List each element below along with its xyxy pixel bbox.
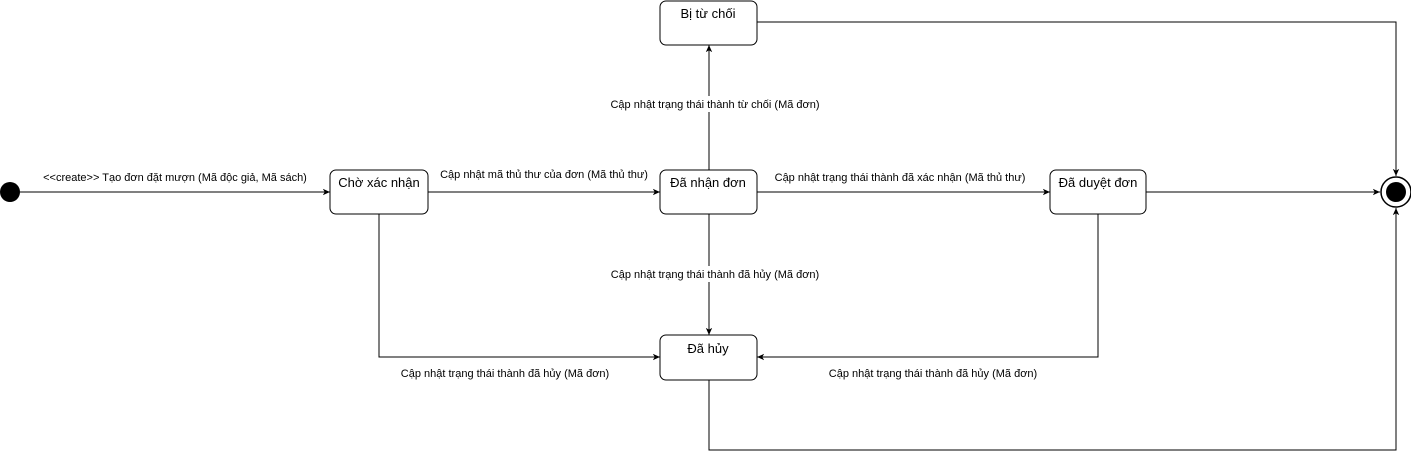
initial-node xyxy=(0,182,20,202)
edge-approved-to-cancel xyxy=(757,214,1099,361)
label-update-librarian: Cập nhật mã thủ thư của đơn (Mã thủ thư) xyxy=(440,169,648,181)
label-create: <<create>> Tạo đơn đặt mượn (Mã độc giả,… xyxy=(43,172,307,184)
edge-cancel-to-final xyxy=(708,208,1400,451)
label-to-rejected: Cập nhật trạng thái thành từ chối (Mã đơ… xyxy=(610,99,819,111)
state-bi-tu-choi: Bị từ chối xyxy=(659,0,758,46)
state-label: Đã nhận đơn xyxy=(670,175,746,190)
label-approved-to-cancel: Cập nhật trạng thái thành đã hủy (Mã đơn… xyxy=(829,368,1037,380)
state-label: Bị từ chối xyxy=(681,6,736,21)
state-da-duyet-don: Đã duyệt đơn xyxy=(1049,169,1147,215)
label-to-confirmed: Cập nhật trạng thái thành đã xác nhận (M… xyxy=(775,172,1026,184)
final-node xyxy=(1380,176,1411,208)
state-label: Đã hủy xyxy=(687,341,729,356)
edge-pending-to-cancel xyxy=(378,214,660,361)
edge-rejected-to-final xyxy=(757,21,1400,176)
state-cho-xac-nhan: Chờ xác nhận xyxy=(329,169,429,215)
state-label: Đã duyệt đơn xyxy=(1059,175,1138,190)
state-label: Chờ xác nhận xyxy=(338,175,420,190)
label-pending-to-cancel: Cập nhật trạng thái thành đã hủy (Mã đơn… xyxy=(401,368,609,380)
state-da-huy: Đã hủy xyxy=(659,334,758,381)
label-received-to-cancel: Cập nhật trạng thái thành đã hủy (Mã đơn… xyxy=(611,269,819,281)
state-da-nhan-don: Đã nhận đơn xyxy=(659,169,758,215)
